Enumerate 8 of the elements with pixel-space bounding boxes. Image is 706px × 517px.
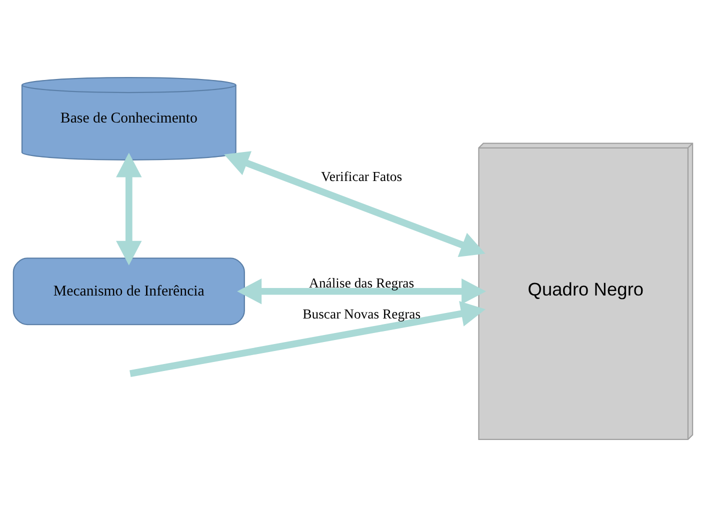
arrow bbox=[237, 278, 486, 304]
edge-label: Análise das Regras bbox=[309, 275, 414, 290]
node-box: Mecanismo de Inferência bbox=[12, 258, 245, 326]
arrow bbox=[130, 301, 486, 378]
edge-label: Buscar Novas Regras bbox=[302, 306, 421, 322]
arrow bbox=[116, 152, 142, 266]
edge-label: Verificar Fatos bbox=[321, 169, 402, 184]
arrow bbox=[224, 151, 486, 257]
